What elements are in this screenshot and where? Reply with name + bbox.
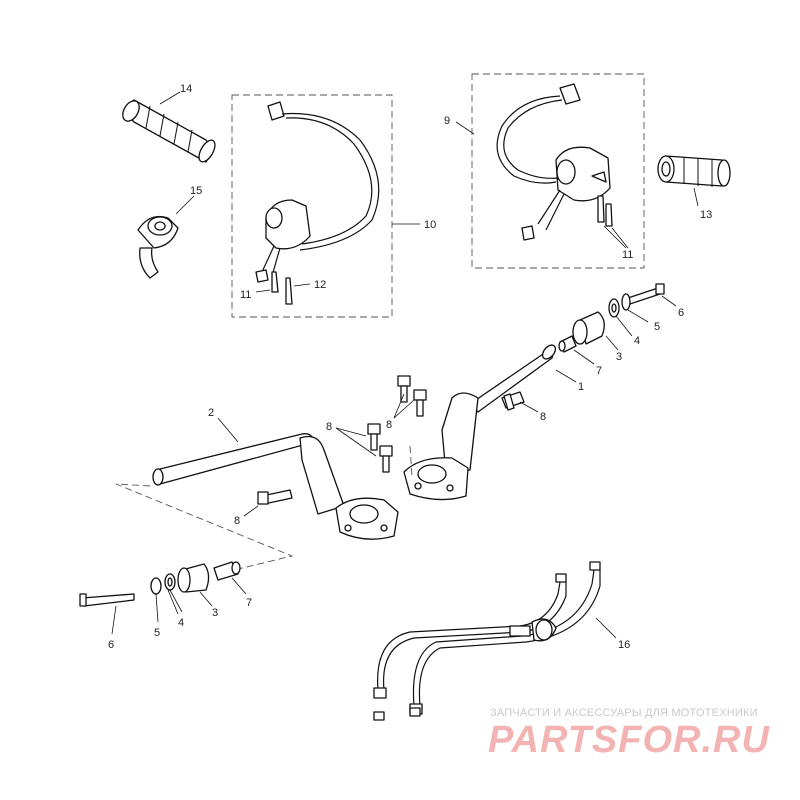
callout-16: 16 [618,639,630,651]
callout-9: 9 [444,115,450,127]
watermark-logo: PARTSFOR.RU [488,719,770,761]
part-left-handlebar [152,417,399,540]
callout-7-right: 7 [596,365,602,377]
part-right-grip [657,155,731,207]
callout-5-left: 5 [154,627,160,639]
callout-8-left: 8 [234,515,240,527]
part-clamp-bolts [243,375,539,517]
part-left-switch-assembly [231,94,420,318]
callout-14: 14 [180,83,192,95]
callout-8-mid: 8 [326,421,332,433]
part-left-bar-end-set [79,561,247,635]
part-right-bar-end-set [558,283,677,365]
callout-11-right: 11 [622,249,633,261]
part-right-switch-assembly [455,73,645,269]
callout-11-left: 11 [240,289,251,301]
callout-10: 10 [424,219,436,231]
part-left-grip [122,91,216,163]
part-left-switch-screws [255,271,311,305]
callout-15: 15 [190,185,202,197]
callout-1: 1 [578,381,584,393]
callout-4-right: 4 [634,335,640,347]
callout-6-right: 6 [678,307,684,319]
callout-2: 2 [208,407,214,419]
callout-6-left: 6 [108,639,114,651]
callout-5-right: 5 [654,321,660,333]
part-throttle-cables [373,561,617,721]
callout-4-left: 4 [178,617,184,629]
callout-3-left: 3 [212,607,218,619]
callout-3-right: 3 [616,351,622,363]
callout-8-top: 8 [386,419,392,431]
part-throttle-sleeve [137,195,195,279]
watermark-tagline: ЗАПЧАСТИ И АКСЕССУАРЫ ДЛЯ МОТОТЕХНИКИ [490,707,758,719]
part-right-handlebar [403,344,577,501]
callout-13: 13 [700,209,712,221]
callout-12: 12 [314,279,326,291]
callout-7-left: 7 [246,597,252,609]
callout-8-right: 8 [540,411,546,423]
